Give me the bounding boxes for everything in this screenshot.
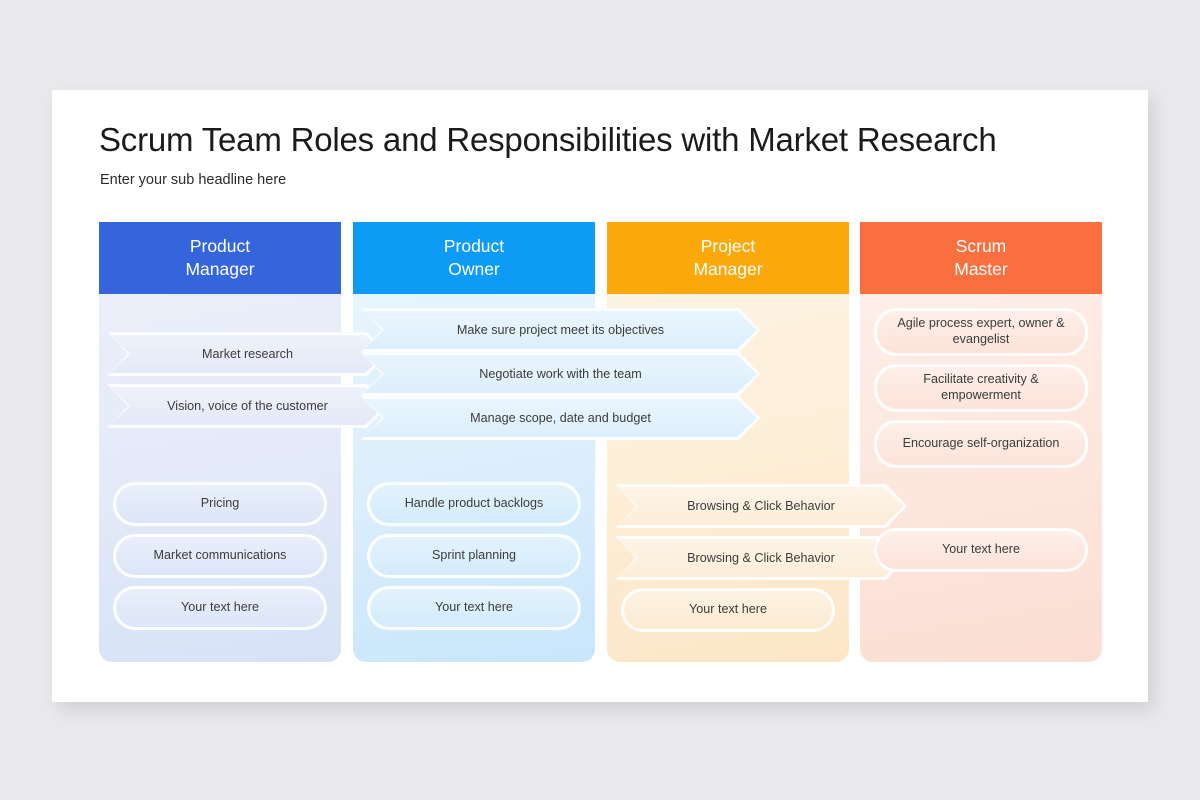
column-header-line1: Scrum bbox=[955, 235, 1007, 256]
chevron-item[interactable]: Vision, voice of the customer bbox=[107, 384, 388, 428]
column-header-line2: Manager bbox=[693, 259, 763, 279]
column-header-line2: Master bbox=[954, 259, 1008, 279]
chevron-item[interactable]: Negotiate work with the team bbox=[361, 352, 760, 396]
chevron-fill bbox=[364, 355, 757, 393]
pill-label: Your text here bbox=[435, 600, 513, 615]
pill-label: Agile process expert, owner & evangelist bbox=[897, 316, 1065, 346]
chevron-item[interactable]: Make sure project meet its objectives bbox=[361, 308, 760, 352]
pill-fill bbox=[116, 537, 324, 575]
pill-item[interactable]: Facilitate creativity & empowerment bbox=[874, 364, 1088, 412]
pill-fill bbox=[370, 485, 578, 523]
column-header-line2: Owner bbox=[448, 259, 500, 279]
pill-item[interactable]: Market communications bbox=[113, 534, 327, 578]
column-header-line2: Manager bbox=[185, 259, 255, 279]
pill-list-project-manager: Your text here bbox=[621, 588, 835, 640]
column-header-line1: Product bbox=[189, 235, 251, 256]
chevron-fill bbox=[110, 335, 385, 373]
pill-item[interactable]: Sprint planning bbox=[367, 534, 581, 578]
pill-item[interactable]: Your text here bbox=[367, 586, 581, 630]
pill-item[interactable]: Handle product backlogs bbox=[367, 482, 581, 526]
pill-list-scrum-master: Agile process expert, owner & evangelist… bbox=[874, 308, 1088, 580]
pill-item[interactable]: Your text here bbox=[113, 586, 327, 630]
chevron-fill bbox=[110, 387, 385, 425]
page-title: Scrum Team Roles and Responsibilities wi… bbox=[99, 121, 997, 158]
column-header-line1: Product bbox=[443, 235, 505, 256]
pill-fill bbox=[370, 537, 578, 575]
pill-fill bbox=[624, 591, 832, 629]
chevron-label: Browsing & Click Behavior bbox=[687, 499, 835, 513]
chevron-fill bbox=[364, 311, 757, 349]
pill-fill bbox=[877, 311, 1085, 353]
column-body-scrum-master: Agile process expert, owner & evangelist… bbox=[860, 294, 1102, 662]
pill-label: Facilitate creativity & empowerment bbox=[923, 372, 1039, 402]
pill-fill bbox=[877, 367, 1085, 409]
chevron-item[interactable]: Browsing & Click Behavior bbox=[615, 536, 907, 580]
pill-item[interactable]: Agile process expert, owner & evangelist bbox=[874, 308, 1088, 356]
pill-fill bbox=[116, 589, 324, 627]
pill-item[interactable]: Encourage self-organization bbox=[874, 420, 1088, 468]
chevron-label: Market research bbox=[202, 347, 293, 361]
chevron-label: Browsing & Click Behavior bbox=[687, 551, 835, 565]
pill-label: Sprint planning bbox=[431, 548, 517, 563]
chevron-item[interactable]: Market research bbox=[107, 332, 388, 376]
pill-item[interactable]: Pricing bbox=[113, 482, 327, 526]
pill-label: Your text here bbox=[942, 542, 1020, 557]
page-subtitle: Enter your sub headline here bbox=[100, 172, 287, 188]
pill-label: Handle product backlogs bbox=[404, 496, 544, 511]
chevron-fill bbox=[618, 539, 904, 577]
pill-fill bbox=[877, 423, 1085, 465]
chevron-label: Vision, voice of the customer bbox=[167, 399, 328, 413]
pill-label: Your text here bbox=[689, 602, 767, 617]
pill-fill bbox=[877, 531, 1085, 569]
pill-label: Encourage self-organization bbox=[902, 436, 1060, 451]
pill-fill bbox=[370, 589, 578, 627]
chevron-label: Negotiate work with the team bbox=[479, 367, 642, 381]
chevron-fill bbox=[618, 487, 904, 525]
chevron-item[interactable]: Browsing & Click Behavior bbox=[615, 484, 907, 528]
pill-item[interactable]: Your text here bbox=[621, 588, 835, 632]
pill-label: Your text here bbox=[181, 600, 259, 615]
chevron-label: Make sure project meet its objectives bbox=[456, 323, 665, 337]
pill-fill bbox=[116, 485, 324, 523]
chevron-item[interactable]: Manage scope, date and budget bbox=[361, 396, 760, 440]
chevron-label: Manage scope, date and budget bbox=[470, 411, 651, 425]
slide-card: Scrum Team Roles and Responsibilities wi… bbox=[52, 90, 1148, 702]
chevron-fill bbox=[364, 399, 757, 437]
pill-label: Market communications bbox=[153, 548, 287, 563]
pill-item[interactable]: Your text here bbox=[874, 528, 1088, 572]
pill-label: Pricing bbox=[200, 496, 240, 511]
column-header-line1: Project bbox=[700, 235, 756, 256]
